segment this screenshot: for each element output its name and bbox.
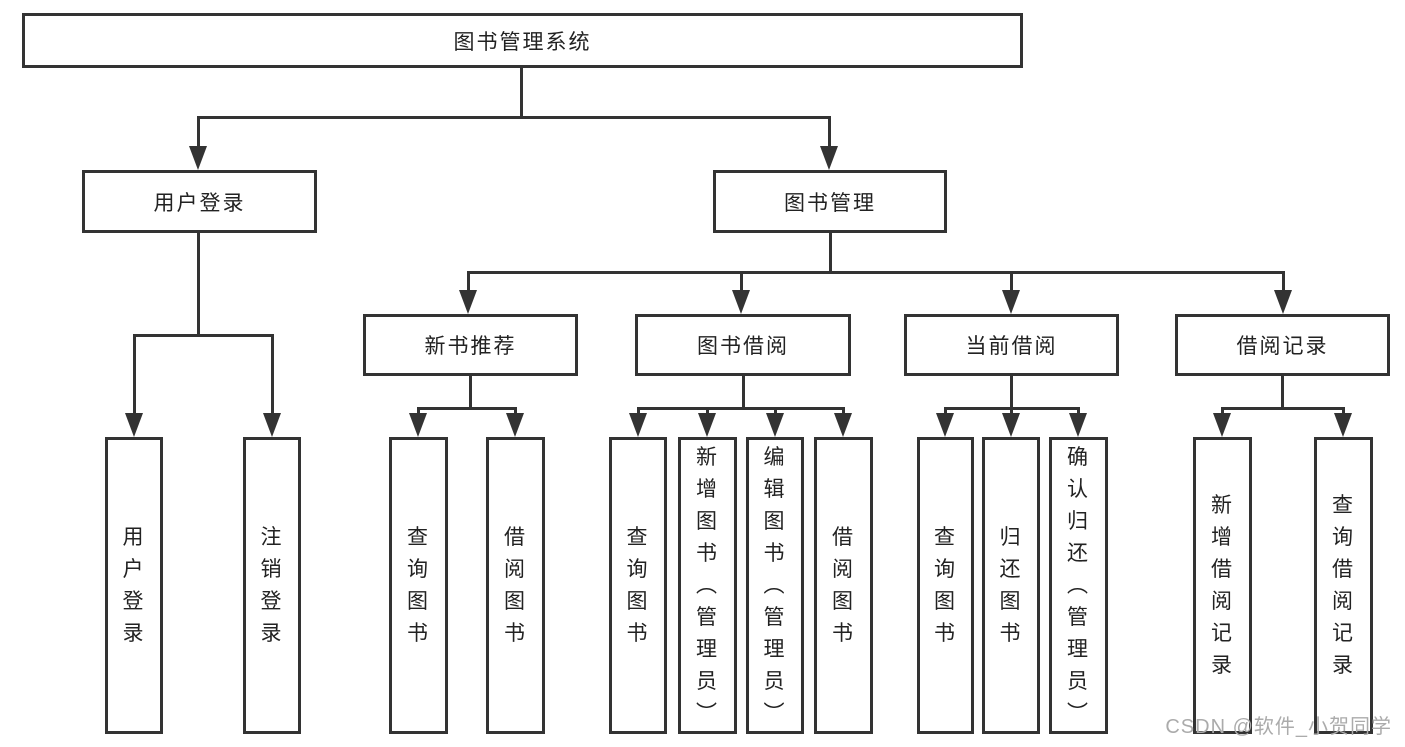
leaf-return-books: 归 还 图 书 [982, 437, 1040, 734]
edge-line [469, 376, 472, 410]
node-label: 查 询 图 书 [626, 525, 650, 645]
node-label: 查 询 借 阅 记 录 [1332, 493, 1355, 677]
leaf-query-books-recommend: 查 询 图 书 [389, 437, 448, 734]
node-label: 用户登录 [153, 191, 246, 215]
node-user-login: 用户登录 [82, 170, 317, 233]
edge-arrowhead [1274, 290, 1292, 314]
edge-arrowhead [125, 413, 143, 437]
edge-line [828, 117, 831, 149]
edge-arrowhead [506, 413, 524, 437]
edge-arrowhead [766, 413, 784, 437]
edge-arrowhead [698, 413, 716, 437]
edge-line [197, 117, 200, 149]
node-label: 新 增 借 阅 记 录 [1211, 493, 1234, 677]
edge-line [417, 408, 420, 417]
edge-line [514, 408, 517, 417]
leaf-borrow-books: 借 阅 图 书 [814, 437, 873, 734]
edge-arrowhead [629, 413, 647, 437]
edge-line [774, 408, 777, 417]
node-label: 注 销 登 录 [260, 525, 284, 645]
edge-line [637, 407, 845, 410]
edge-arrowhead [1213, 413, 1231, 437]
node-label: 图书借阅 [697, 335, 789, 358]
node-label: 编 辑 图 书 ︵ 管 理 员 ︶ [763, 445, 787, 725]
edge-line [944, 408, 947, 417]
edge-arrowhead [936, 413, 954, 437]
leaf-edit-books-admin: 编 辑 图 书 ︵ 管 理 员 ︶ [746, 437, 804, 734]
edge-line [1010, 376, 1013, 410]
node-label: 当前借阅 [965, 335, 1058, 358]
leaf-query-books-current: 查 询 图 书 [917, 437, 974, 734]
edge-line [740, 272, 743, 294]
edge-line [1282, 272, 1285, 294]
leaf-user-login: 用 户 登 录 [105, 437, 163, 734]
node-label: 借阅记录 [1236, 335, 1329, 358]
csdn-watermark: CSDN @软件_小贺同学 [1165, 716, 1392, 738]
edge-line [1342, 408, 1345, 417]
leaf-add-borrow-record: 新 增 借 阅 记 录 [1193, 437, 1252, 734]
edge-line [417, 407, 517, 410]
node-borrowing-records: 借阅记录 [1175, 314, 1390, 376]
edge-line [467, 272, 470, 294]
edge-line [706, 408, 709, 417]
leaf-borrow-books-recommend: 借 阅 图 书 [486, 437, 545, 734]
leaf-query-borrow-record: 查 询 借 阅 记 录 [1314, 437, 1373, 734]
node-label: 确 认 归 还 ︵ 管 理 员 ︶ [1067, 445, 1090, 725]
edge-line [842, 408, 845, 417]
node-label: 新 增 图 书 ︵ 管 理 员 ︶ [696, 445, 719, 725]
node-label: 借 阅 图 书 [504, 525, 527, 645]
edge-line [829, 233, 832, 274]
node-label: 归 还 图 书 [999, 525, 1023, 645]
edge-arrowhead [820, 146, 838, 170]
edge-arrowhead [189, 146, 207, 170]
edge-line [467, 271, 1285, 274]
node-label: 查 询 图 书 [407, 525, 430, 645]
node-library-system: 图书管理系统 [22, 13, 1023, 68]
edge-arrowhead [263, 413, 281, 437]
edge-line [1221, 408, 1224, 417]
edge-line [133, 335, 136, 419]
edge-line [1010, 272, 1013, 294]
edge-line [1077, 408, 1080, 417]
edge-line [197, 116, 831, 119]
edge-arrowhead [459, 290, 477, 314]
edge-arrowhead [1334, 413, 1352, 437]
node-new-book-recommendation: 新书推荐 [363, 314, 578, 376]
node-label: 用 户 登 录 [122, 525, 146, 645]
node-book-borrowing: 图书借阅 [635, 314, 851, 376]
leaf-logout: 注 销 登 录 [243, 437, 301, 734]
node-label: 查 询 图 书 [934, 525, 957, 645]
edge-line [1010, 408, 1013, 417]
edge-line [1221, 407, 1345, 410]
edge-arrowhead [1002, 413, 1020, 437]
node-label: 新书推荐 [424, 335, 517, 358]
edge-arrowhead [1069, 413, 1087, 437]
edge-arrowhead [834, 413, 852, 437]
leaf-add-books-admin: 新 增 图 书 ︵ 管 理 员 ︶ [678, 437, 737, 734]
edge-line [271, 335, 274, 419]
node-book-management: 图书管理 [713, 170, 947, 233]
edge-arrowhead [732, 290, 750, 314]
edge-line [133, 334, 274, 337]
node-label: 借 阅 图 书 [832, 525, 855, 645]
edge-line [1281, 376, 1284, 410]
edge-arrowhead [1002, 290, 1020, 314]
edge-arrowhead [409, 413, 427, 437]
node-current-borrowing: 当前借阅 [904, 314, 1119, 376]
node-label: 图书管理系统 [453, 30, 592, 54]
node-label: 图书管理 [784, 191, 876, 215]
edge-line [637, 408, 640, 417]
edge-line [742, 376, 745, 410]
edge-line [197, 233, 200, 337]
edge-line [520, 68, 523, 119]
leaf-query-books-borrowing: 查 询 图 书 [609, 437, 667, 734]
leaf-confirm-return-admin: 确 认 归 还 ︵ 管 理 员 ︶ [1049, 437, 1108, 734]
